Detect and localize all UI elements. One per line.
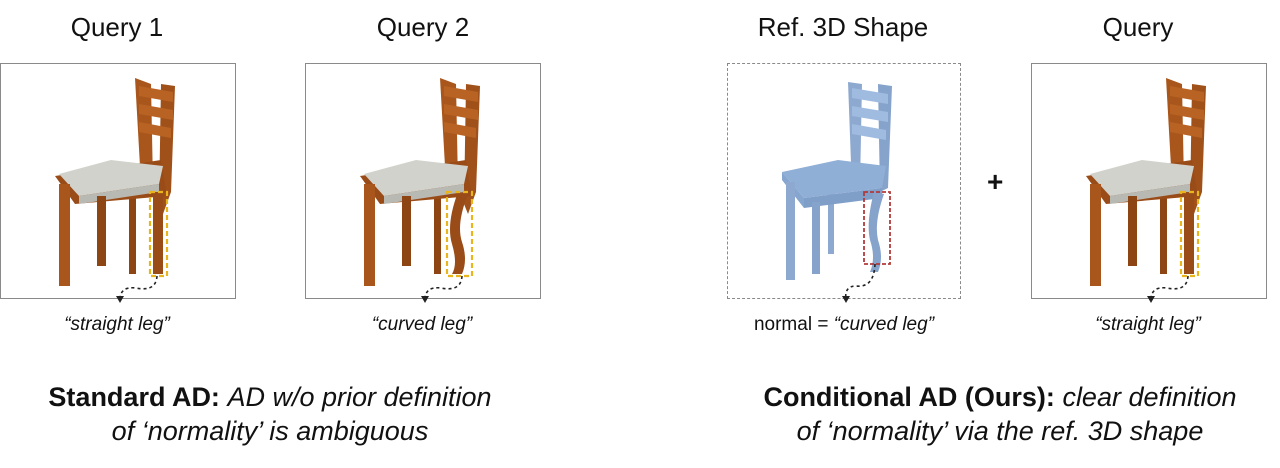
query-caption: “straight leg” xyxy=(1095,314,1201,335)
conditional-ad-desc2: of ‘normality’ via the ref. 3D shape xyxy=(796,416,1204,446)
standard-ad-statement: Standard AD: AD w/o prior definition of … xyxy=(10,380,530,448)
standard-ad-desc2: of ‘normality’ is ambiguous xyxy=(111,416,429,446)
ref-caption: normal = “curved leg” xyxy=(727,314,961,336)
conditional-ad-desc1: clear definition xyxy=(1062,382,1237,412)
conditional-ad-label: Conditional AD (Ours): xyxy=(763,382,1055,412)
query-title: Query xyxy=(1102,12,1174,42)
wooden-chair-straight-leg xyxy=(55,78,175,286)
conditional-ad-line1: Conditional AD (Ours): clear definition xyxy=(735,380,1265,414)
query-panel xyxy=(1031,63,1267,299)
conditional-ad-statement: Conditional AD (Ours): clear definition … xyxy=(735,380,1265,448)
query2-title: Query 2 xyxy=(376,12,470,42)
standard-ad-line1: Standard AD: AD w/o prior definition xyxy=(10,380,530,414)
ref-shape-title: Ref. 3D Shape xyxy=(757,12,929,42)
ref-caption-text: “curved leg” xyxy=(833,314,935,335)
standard-ad-desc1: AD w/o prior definition xyxy=(227,382,492,412)
query2-caption: “curved leg” xyxy=(371,314,473,335)
reference-chair-shape xyxy=(782,82,892,280)
query1-caption: “straight leg” xyxy=(64,314,170,335)
query1-title: Query 1 xyxy=(70,12,164,42)
wooden-chair-straight-leg-query xyxy=(1086,78,1206,286)
standard-ad-label: Standard AD: xyxy=(48,382,220,412)
ref-caption-prefix: normal = xyxy=(753,314,829,335)
plus-sign: + xyxy=(987,166,1004,197)
query2-panel xyxy=(305,63,541,299)
query1-panel xyxy=(0,63,236,299)
wooden-chair-curved-leg xyxy=(360,78,480,286)
